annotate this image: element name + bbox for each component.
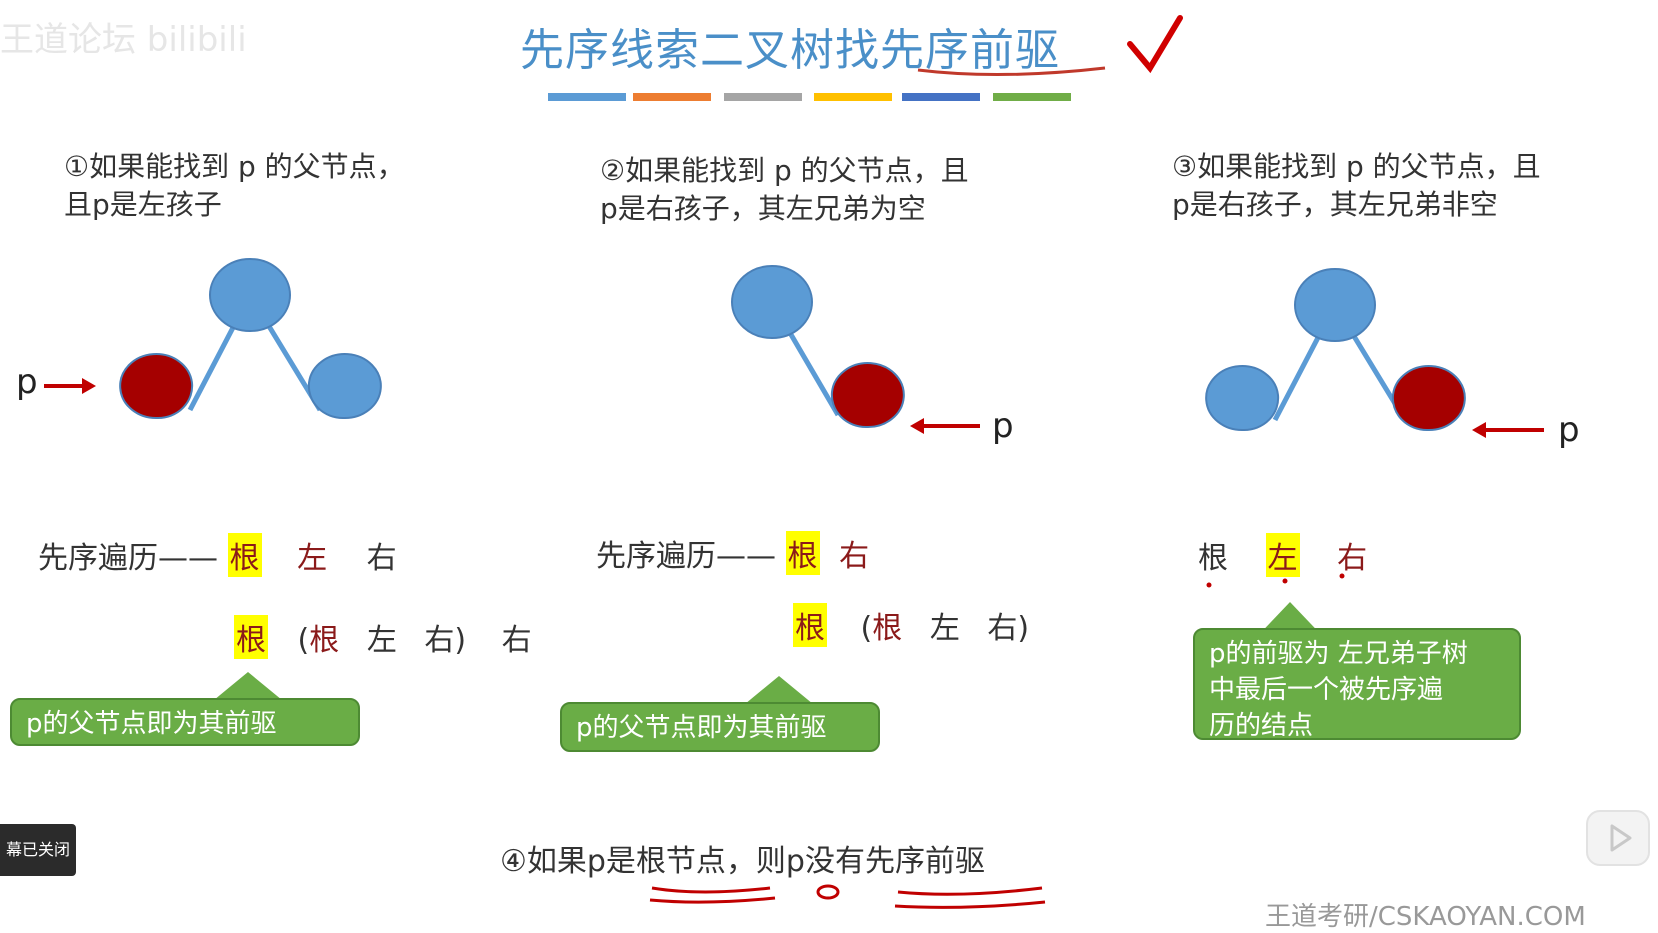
case2-expand-sub-right: 右 — [987, 611, 1018, 646]
case2-caption-line1: ②如果能找到 p 的父节点，且 — [600, 154, 969, 187]
case3-callout: p的前驱为 左兄弟子树 中最后一个被先序遍 历的结点 — [1193, 628, 1521, 741]
case3-caption-line1: ③如果能找到 p 的父节点，且 — [1172, 150, 1541, 183]
play-button[interactable] — [1586, 810, 1650, 866]
case1-trav-root: 根 — [227, 533, 262, 577]
case4-root-node: 根节点 — [635, 844, 726, 879]
case2-caption-line2: p是右孩子，其左兄弟为空 — [600, 192, 926, 225]
case2-expand-close: ) — [1017, 611, 1030, 646]
case1-trav-left: 左 — [297, 541, 328, 576]
case1-expand-root: 根 — [234, 615, 268, 659]
subtitle-toast[interactable]: 幕已关闭 — [0, 824, 76, 876]
root-node-underline-2 — [649, 896, 776, 904]
case3-caption: ③如果能找到 p 的父节点，且 p是右孩子，其左兄弟非空 — [1172, 148, 1541, 224]
tree2-p-node — [830, 362, 905, 429]
tree3-left-node — [1205, 365, 1280, 432]
case1-expand-close: ) — [454, 623, 467, 658]
annotation-dot — [1206, 582, 1212, 588]
case2-traversal-prefix: 先序遍历—— — [596, 539, 776, 574]
case1-traversal-prefix: 先序遍历—— — [38, 541, 218, 576]
case2-expand-sub-left: 左 — [929, 611, 960, 646]
case1-expand-sub-left: 左 — [366, 623, 397, 658]
case3-callout-line1: p的前驱为 左兄弟子树 — [1209, 639, 1468, 669]
case1-caption: ①如果能找到 p 的父节点， 且p是左孩子 — [64, 148, 405, 224]
case1-expand-sub-right: 右 — [424, 623, 455, 658]
color-bar-gray — [724, 93, 802, 101]
case1-callout: p的父节点即为其前驱 — [10, 698, 360, 746]
tree1-p-label: p — [16, 362, 38, 402]
slide-title: 先序线索二叉树找先序前驱 — [520, 25, 1060, 76]
predecessor-underline — [897, 886, 1043, 896]
color-bar-green — [993, 93, 1071, 101]
case2-callout: p的父节点即为其前驱 — [560, 702, 880, 752]
case2-expand-sub-root: 根 — [872, 611, 903, 646]
case3-traversal: 根 左 右 — [1198, 533, 1367, 577]
check-icon — [1127, 15, 1183, 74]
tree1-arrow-head — [82, 378, 96, 394]
case2-callout-pointer — [745, 676, 813, 704]
case3-callout-line2: 中最后一个被先序遍 — [1209, 675, 1444, 705]
case3-callout-line3: 历的结点 — [1209, 711, 1314, 741]
case2-trav-right: 右 — [839, 539, 870, 574]
case3-caption-line2: p是右孩子，其左兄弟非空 — [1172, 188, 1498, 221]
case4-predecessor: 先序前驱 — [864, 844, 985, 879]
footer-brand: 王道考研/CSKAOYAN.COM — [1265, 902, 1586, 932]
annotation-circle — [816, 884, 840, 900]
case1-callout-pointer — [214, 672, 282, 700]
tree3-root-node — [1294, 268, 1376, 342]
annotation-dot — [1339, 573, 1345, 579]
case2-expand-open: ( — [860, 611, 873, 646]
tree2-root-node — [731, 265, 813, 339]
case1-caption-line1: ①如果能找到 p 的父节点， — [64, 150, 405, 183]
case3-trav-root: 根 — [1198, 541, 1228, 576]
case2-traversal: 先序遍历—— 根 右 — [596, 531, 869, 575]
tree1-p-node — [119, 353, 194, 420]
color-bar-blue — [548, 93, 626, 101]
case1-caption-line2: 且p是左孩子 — [64, 188, 222, 221]
tree1-right-node — [307, 353, 382, 420]
case1-trav-right: 右 — [366, 541, 397, 576]
case3-trav-right: 右 — [1337, 541, 1368, 576]
case4-text: ④如果p是根节点，则p没有先序前驱 — [500, 836, 985, 880]
case1-expansion: 根 (根 左 右) 右 — [234, 615, 532, 659]
case1-traversal: 先序遍历—— 根 左 右 — [38, 533, 397, 577]
annotation-dot — [1282, 578, 1288, 584]
title-underline — [917, 66, 1106, 77]
case2-expansion: 根 (根 左 右) — [793, 603, 1029, 647]
case3-trav-left: 左 — [1265, 533, 1300, 577]
case1-expand-right: 右 — [501, 623, 532, 658]
case1-expand-sub-root: 根 — [309, 623, 340, 658]
case4-prefix: ④如果p是 — [500, 844, 636, 879]
tree2-p-label: p — [992, 406, 1014, 446]
color-bar-darkblue — [902, 93, 980, 101]
case1-expand-open: ( — [297, 623, 310, 658]
watermark: 王道论坛 bilibili — [0, 20, 247, 60]
play-icon — [1610, 824, 1632, 852]
case4-mid: ，则p没有 — [725, 844, 865, 879]
color-bar-yellow — [814, 93, 892, 101]
case2-caption: ②如果能找到 p 的父节点，且 p是右孩子，其左兄弟为空 — [600, 152, 969, 228]
predecessor-underline-2 — [894, 900, 1046, 909]
diagram-canvas — [44, 15, 1544, 909]
tree3-p-label: p — [1558, 410, 1580, 450]
tree3-arrow-head — [1472, 422, 1486, 438]
tree3-p-node — [1391, 365, 1466, 432]
color-bar-orange — [633, 93, 711, 101]
tree2-arrow-head — [910, 418, 924, 434]
case2-expand-root: 根 — [793, 603, 827, 647]
case2-trav-root: 根 — [785, 531, 820, 575]
tree1-root-node — [209, 258, 291, 332]
root-node-underline — [651, 886, 771, 894]
